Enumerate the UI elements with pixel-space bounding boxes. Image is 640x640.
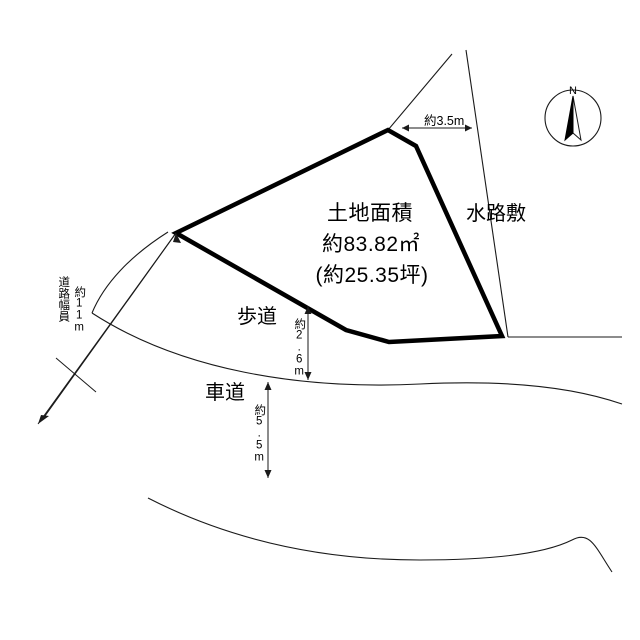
road-edge-dup <box>95 233 176 312</box>
road-left-upper-edge <box>91 231 169 314</box>
compass-north-label: N <box>569 85 577 97</box>
waterway-label: 水路敷 <box>466 203 526 225</box>
road-outer-left-curve <box>70 313 148 498</box>
top-left-diagonal <box>387 53 453 131</box>
roadway-lower-curve <box>147 497 613 573</box>
dim-sidewalk-arrowhead-top <box>304 306 312 314</box>
plot-outline-path <box>171 127 506 345</box>
road-left-outer-curve <box>69 312 148 498</box>
dim-roadway-arrowhead-top <box>264 382 272 390</box>
dimension-arrows-group <box>37 124 472 478</box>
road-outer-arc <box>86 390 148 498</box>
compass-rose <box>544 89 602 147</box>
waterway-outer-line <box>465 49 509 338</box>
land-area-tsubo: (約25.35坪) <box>315 264 429 287</box>
dim-sidewalk-label: 約2.6m <box>293 318 306 378</box>
dim-top-arrowhead-left <box>402 124 409 132</box>
dim-roadway-label: 約5.5m <box>253 404 266 464</box>
road-left-lower-edge <box>62 313 92 470</box>
dim-top-arrowhead-right <box>465 124 472 132</box>
land-area-sqm: 約83.82㎡ <box>321 233 421 256</box>
dim-roadwidth-arrowhead-top <box>173 233 181 243</box>
road-width-label-line1: 道路幅員 <box>57 276 70 322</box>
roadway-label: 車道 <box>205 382 245 404</box>
sidewalk-lower-curve <box>91 312 623 405</box>
dim-roadwidth-arrowhead-bottom <box>38 415 49 424</box>
sidewalk-label: 歩道 <box>237 306 277 328</box>
dim-roadwidth-tick <box>55 357 97 393</box>
dim-top-label: 約3.5m <box>424 114 465 128</box>
dim-roadwidth-line <box>37 232 177 425</box>
dim-roadway-arrowhead-bottom <box>264 470 272 478</box>
compass-needle-dark <box>564 95 574 142</box>
left-upper-guide <box>62 233 176 246</box>
road-edge-left-tail <box>60 330 83 434</box>
land-area-title: 土地面積 <box>327 202 413 225</box>
dim-sidewalk-arrowhead-bottom <box>304 372 312 380</box>
road-width-label-line2: 約11m <box>73 286 86 334</box>
